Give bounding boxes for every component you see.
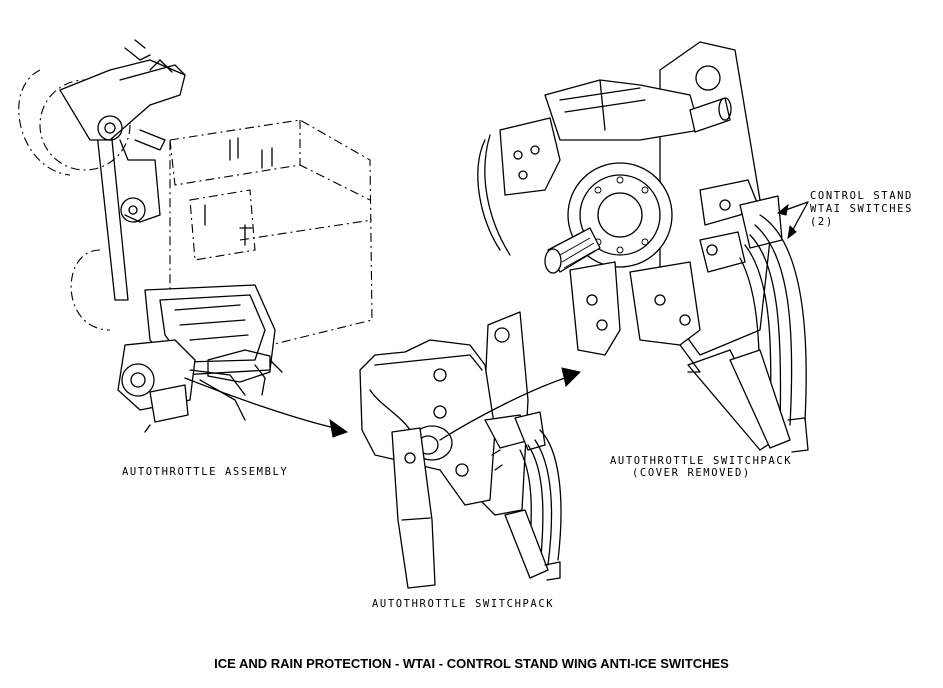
control-stand-leader-lines [776,201,809,240]
switchpack-cover-removed-label-line2: (COVER REMOVED) [632,467,751,479]
autothrottle-assembly-drawing [18,39,373,433]
control-stand-label-line2: WTAI SWITCHES [810,203,913,215]
control-stand-label-line1: CONTROL STAND [810,190,913,202]
callout-arrow-1 [184,377,349,438]
autothrottle-assembly-label: AUTOTHROTTLE ASSEMBLY [122,466,289,478]
figure-title: ICE AND RAIN PROTECTION - WTAI - CONTROL… [214,656,729,671]
control-stand-label-line3: (2) [810,216,834,228]
autothrottle-switchpack-label: AUTOTHROTTLE SWITCHPACK [372,598,555,610]
switchpack-cover-removed-label-line1: AUTOTHROTTLE SWITCHPACK [610,455,793,467]
callout-arrow-2 [439,367,581,441]
autothrottle-switchpack-drawing [359,311,562,589]
switchpack-cover-removed-drawing [477,41,809,453]
